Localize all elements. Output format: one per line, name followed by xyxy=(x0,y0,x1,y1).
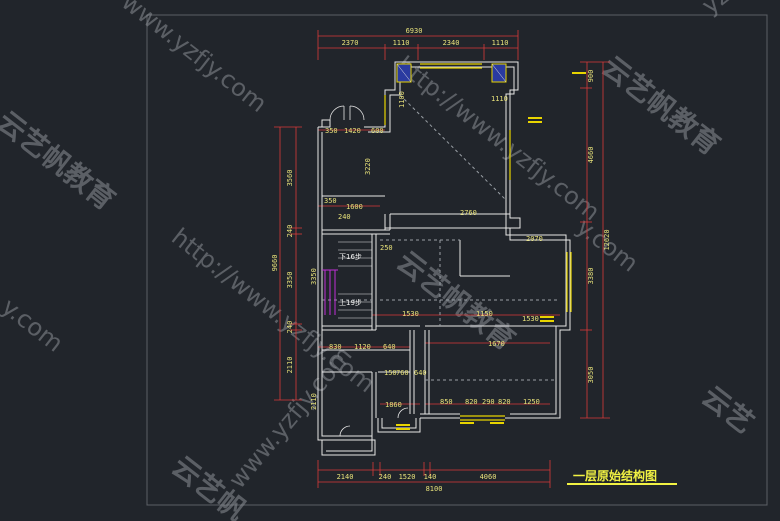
top-dim-2: 1110 xyxy=(393,39,410,47)
interior-dim: 600 xyxy=(371,127,384,135)
bottom-overall-dim: 8100 xyxy=(426,485,443,493)
right-dim-3: 3380 xyxy=(587,268,595,285)
drawing-title: 一层原始结构图 xyxy=(573,468,657,483)
interior-dim: 350 xyxy=(325,127,338,135)
level-markers xyxy=(396,72,586,430)
watermark-url-topleft: www.yzfjy.com xyxy=(116,0,272,118)
interior-dim: 250 xyxy=(380,244,393,252)
interior-dim: 2760 xyxy=(460,209,477,217)
door-swings xyxy=(329,105,409,437)
interior-dim: 640 xyxy=(414,369,427,377)
right-overall-dim: 12620 xyxy=(603,229,611,250)
interior-dim: 1250 xyxy=(523,398,540,406)
bottom-dim-1: 2140 xyxy=(337,473,354,481)
interior-dim: 2110 xyxy=(310,393,318,410)
interior-dim: 640 xyxy=(383,343,396,351)
interior-dim: 1110 xyxy=(491,95,508,103)
bottom-dim-5: 4060 xyxy=(480,473,497,481)
left-dim-1: 3560 xyxy=(286,170,294,187)
interior-dim: 830 xyxy=(329,343,342,351)
staircase xyxy=(322,269,338,315)
interior-dim: 1120 xyxy=(354,343,371,351)
column-boxes xyxy=(396,63,507,83)
drawing-frame xyxy=(146,14,768,506)
stair-down-label: 下16步 xyxy=(339,253,362,261)
watermark-url-bottomleft: y.com xyxy=(0,293,68,358)
stair-up-label: 上19步 xyxy=(339,298,362,307)
interior-dim: 1670 xyxy=(488,340,505,348)
interior-dim: 2070 xyxy=(526,235,543,243)
interior-dim: 1600 xyxy=(346,203,363,211)
top-dim-3: 2340 xyxy=(443,39,460,47)
interior-dim: 1150 xyxy=(476,310,493,318)
interior-dim: 290 xyxy=(482,398,495,406)
bottom-dim-4: 140 xyxy=(424,473,437,481)
watermark-brand-right: 云艺帆教育 xyxy=(596,50,727,162)
right-dim-4: 3050 xyxy=(587,367,595,384)
left-dim-2: 240 xyxy=(286,225,294,238)
right-dim-2: 4660 xyxy=(587,147,595,164)
top-dim-4: 1110 xyxy=(492,39,509,47)
watermark-brand-bottomright: 云艺 xyxy=(696,380,760,440)
stair-treads xyxy=(338,241,372,319)
dimension-lines xyxy=(274,30,610,488)
interior-dim: 1860 xyxy=(385,401,402,409)
top-dim-1: 2370 xyxy=(342,39,359,47)
interior-dim: 1530 xyxy=(522,315,539,323)
interior-dim: 820 xyxy=(465,398,478,406)
interior-dim: 350 xyxy=(324,197,337,205)
right-dim-1: 900 xyxy=(587,70,595,83)
windows xyxy=(384,63,572,421)
left-dim-4: 240 xyxy=(286,321,294,334)
left-overall-dim: 9660 xyxy=(271,255,279,272)
interior-dim: 150 xyxy=(384,369,397,377)
interior-dim: 3350 xyxy=(310,268,318,285)
floor-plan-walls xyxy=(317,61,571,456)
interior-dim: 3220 xyxy=(364,158,372,175)
title-underline xyxy=(567,483,677,485)
interior-dim: 760 xyxy=(396,369,409,377)
bottom-dim-2: 240 xyxy=(379,473,392,481)
watermark-fragment-topright: yzfjy xyxy=(696,0,757,20)
interior-dim: 850 xyxy=(440,398,453,406)
top-overall-dim: 6930 xyxy=(406,27,423,35)
left-dim-3: 3350 xyxy=(286,272,294,289)
interior-dim: 820 xyxy=(498,398,511,406)
left-dim-5: 2110 xyxy=(286,357,294,374)
bottom-dim-3: 1520 xyxy=(399,473,416,481)
interior-dim: 1100 xyxy=(398,91,406,108)
watermark-brand-left: 云艺帆教育 xyxy=(0,105,121,217)
interior-dim: 1530 xyxy=(402,310,419,318)
interior-dim: 240 xyxy=(338,213,351,221)
interior-dim: 1420 xyxy=(344,127,361,135)
watermark-layer: 云艺帆教育 www.yzfjy.com 云艺帆教育 yzfjy http://w… xyxy=(0,0,760,521)
